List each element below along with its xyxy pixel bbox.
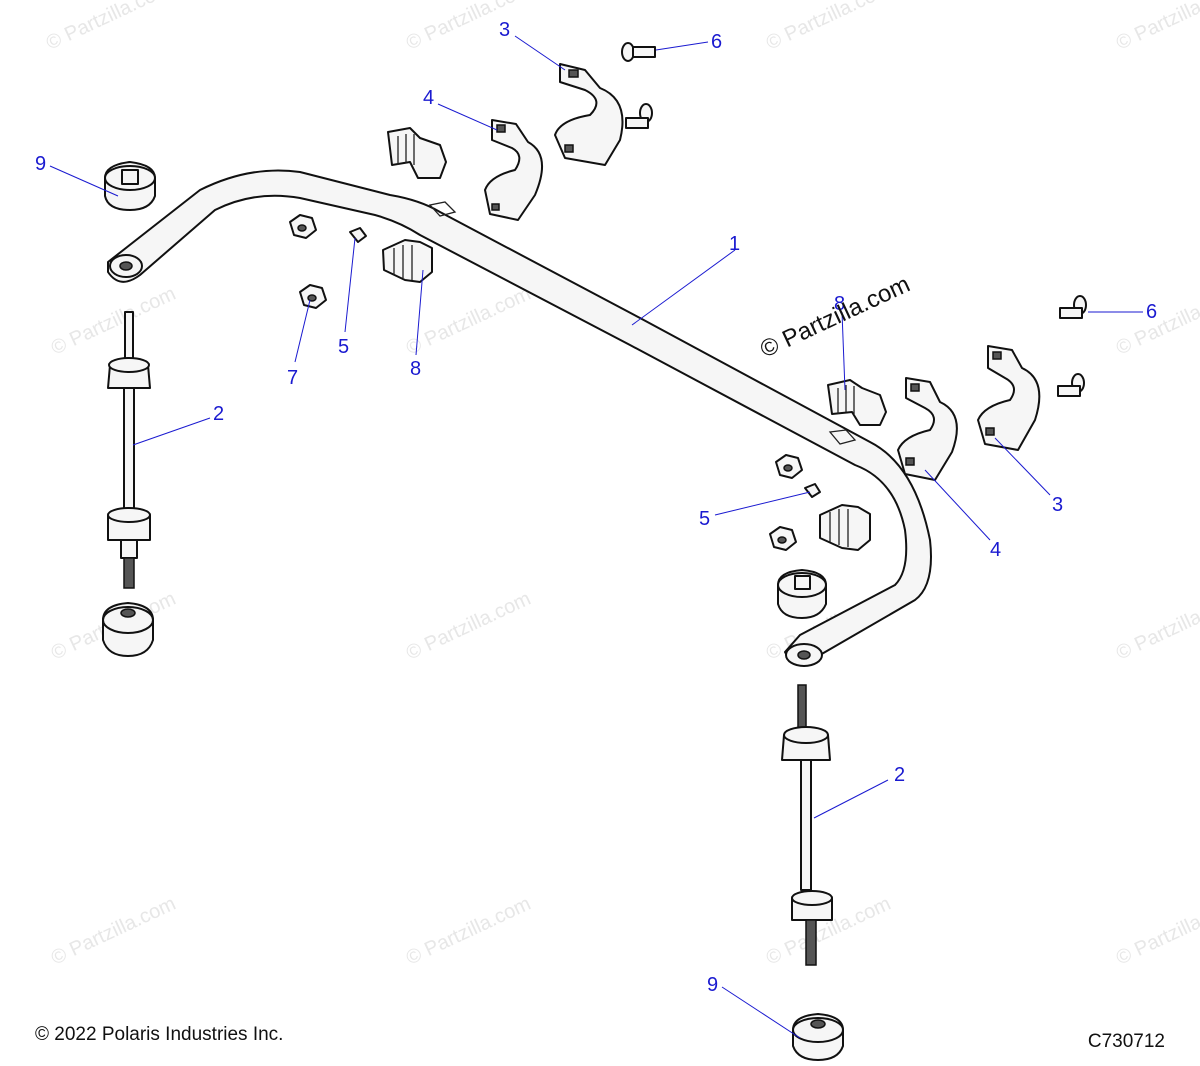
callout-5: 5: [699, 508, 710, 530]
bushing-lower-left: [102, 602, 154, 657]
copyright-notice: © 2022 Polaris Industries Inc.: [35, 1024, 284, 1045]
watermark-layer: © Partzilla.com © Partzilla.com © Partzi…: [43, 0, 1200, 970]
bushing-right: [777, 569, 827, 619]
bushing-top-left: [104, 161, 156, 211]
callout-2: 2: [894, 764, 905, 786]
diagram-code: C730712: [1087, 1031, 1165, 1052]
fitting-lower: [804, 483, 821, 498]
nut-right-lower: [769, 526, 797, 551]
watermark-text: © Partzilla.com: [1113, 0, 1200, 55]
bushing-bottom: [792, 1013, 844, 1061]
callout-7: 7: [287, 367, 298, 389]
bar-bushing-right-lower: [819, 504, 871, 551]
bolt-upper-2: [625, 103, 653, 129]
callout-4: 4: [423, 87, 434, 109]
callout-5: 5: [338, 336, 349, 358]
watermark-text: © Partzilla.com: [48, 893, 179, 970]
callout-3: 3: [1052, 494, 1063, 516]
callout-9: 9: [35, 153, 46, 175]
callout-6: 6: [1146, 301, 1157, 323]
callout-6: 6: [711, 31, 722, 53]
nut-right-upper: [775, 454, 803, 479]
watermark-text: © Partzilla.com: [403, 893, 534, 970]
bolt-upper: [621, 42, 656, 62]
watermark-text: © Partzilla.com: [403, 283, 534, 360]
bar-bushing-upper: [387, 127, 447, 179]
clamp-4-upper: [484, 119, 544, 221]
callout-8: 8: [834, 293, 845, 315]
nut-upper: [289, 214, 317, 239]
bar-bushing-right-upper: [827, 379, 887, 426]
watermark-overlay: © Partzilla.com: [756, 271, 914, 364]
watermark-text: © Partzilla.com: [1113, 893, 1200, 970]
clamp-3-upper: [554, 63, 624, 166]
watermark-text: © Partzilla.com: [1113, 588, 1200, 665]
clamp-4-lower: [897, 377, 958, 481]
clamp-3-lower: [977, 345, 1041, 451]
callout-2: 2: [213, 403, 224, 425]
bar-bushing-middle: [382, 239, 433, 283]
bolt-lower: [1059, 295, 1087, 319]
fitting-upper: [349, 227, 367, 243]
callout-3: 3: [499, 19, 510, 41]
callout-1: 1: [729, 233, 740, 255]
callouts: 1 2 2 3 3 4 4 5 5 6 6 7 8 8 9 9: [35, 19, 1157, 996]
leader-lines: [49, 35, 1143, 1039]
nut-lower: [299, 284, 327, 309]
callout-4: 4: [990, 539, 1001, 561]
callout-8: 8: [410, 358, 421, 380]
watermark-text: © Partzilla.com: [48, 283, 179, 360]
end-link-left: [107, 311, 151, 589]
bolt-lower-2: [1057, 373, 1085, 397]
watermark-text: © Partzilla.com: [763, 0, 894, 55]
watermark-text: © Partzilla.com: [403, 0, 534, 55]
end-link-right: [781, 684, 833, 966]
watermark-text: © Partzilla.com: [403, 588, 534, 665]
callout-9: 9: [707, 974, 718, 996]
watermark-text: © Partzilla.com: [43, 0, 174, 55]
stabilizer-bar: [107, 169, 932, 667]
